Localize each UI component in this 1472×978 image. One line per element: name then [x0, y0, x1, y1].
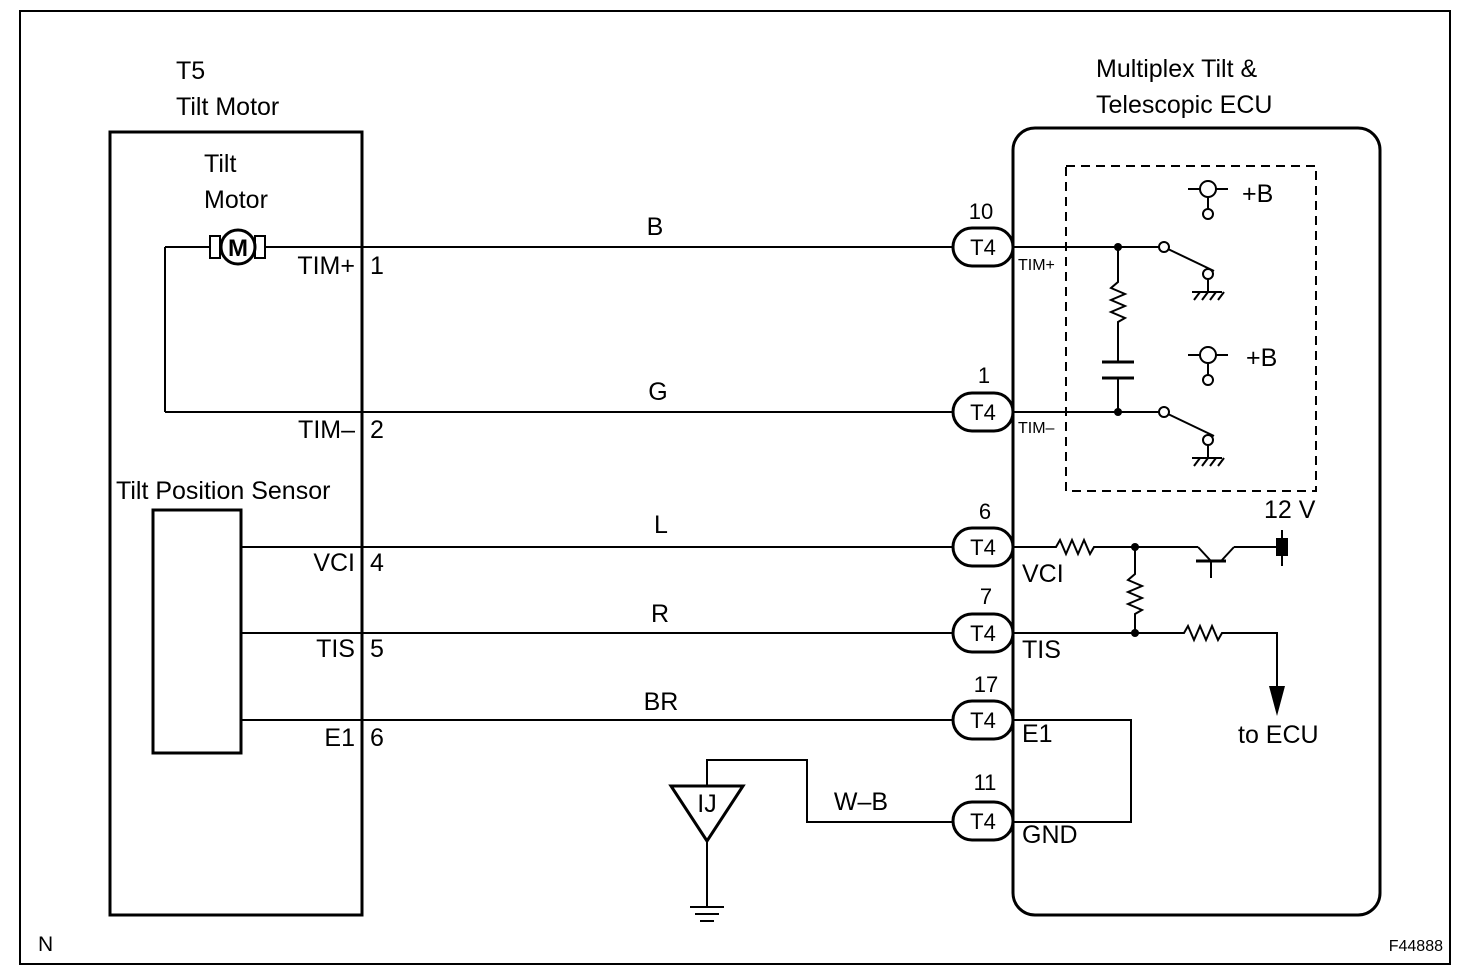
ecu-terminal-vci: VCI [1022, 560, 1064, 588]
conn-label: T4 [970, 235, 996, 260]
conn-label: T4 [970, 621, 996, 646]
wire-color-r: R [651, 600, 669, 628]
wire-color-g: G [648, 378, 667, 406]
connector-t4-pin17: 17 T4 [951, 672, 1015, 741]
ecu-title-line2: Telescopic ECU [1096, 91, 1272, 119]
motor-label-line2: Motor [204, 186, 268, 214]
tilt-motor-unit-box [108, 130, 364, 917]
terminal-e1: E1 [324, 724, 355, 752]
to-ecu-label: to ECU [1238, 721, 1319, 749]
figure-id: F44888 [1389, 938, 1443, 955]
corner-left-label: N [38, 933, 53, 956]
junction-dot [1114, 408, 1122, 416]
conn-label: T4 [970, 535, 996, 560]
motor-symbol: M [228, 235, 248, 262]
conn-pin-7: 7 [980, 584, 992, 609]
tilt-motor-code: T5 [176, 57, 205, 85]
pin-5: 5 [370, 635, 384, 663]
ecu-terminal-gnd: GND [1022, 821, 1078, 849]
motor-driver-block [1065, 165, 1317, 492]
ecu-box [1011, 126, 1382, 917]
conn-pin-10: 10 [969, 199, 993, 224]
connector-t4-pin6: 6 T4 [951, 499, 1015, 568]
wire-color-l: L [654, 511, 668, 539]
diagram-frame [19, 10, 1451, 965]
transistor-icon [1196, 546, 1276, 578]
relay-switch-top [1167, 248, 1215, 272]
power-source-terminal [1276, 538, 1288, 556]
ecu-terminal-tim-plus: TIM+ [1018, 257, 1055, 274]
terminal-vci: VCI [313, 549, 355, 577]
motor-label-line1: Tilt [204, 150, 236, 178]
switch-contact [1158, 406, 1170, 418]
ground-icon [690, 906, 724, 922]
switch-contact [1158, 241, 1170, 253]
ecu-terminal-tim-minus: TIM– [1018, 420, 1055, 437]
conn-label: T4 [970, 400, 996, 425]
wire-color-br: BR [644, 688, 679, 716]
ground-junction-ij: IJ [668, 784, 746, 906]
ecu-terminal-e1: E1 [1022, 720, 1053, 748]
resistor-icon [1125, 547, 1145, 633]
conn-pin-1: 1 [978, 363, 990, 388]
terminal-tim-plus: TIM+ [297, 252, 355, 280]
wire-w-b [706, 759, 953, 823]
ecu-title-line1: Multiplex Tilt & [1096, 55, 1257, 83]
conn-label: T4 [970, 809, 996, 834]
resistor-icon [1108, 247, 1128, 362]
supply-top-label: +B [1242, 180, 1273, 208]
pin-1: 1 [370, 252, 384, 280]
wire-color-b: B [647, 213, 664, 241]
relay-switch-bottom [1167, 413, 1215, 437]
supply-voltage-label: 12 V [1264, 496, 1316, 524]
supply-terminal-icon [1188, 180, 1228, 220]
wire-color-w-b: W–B [834, 788, 888, 816]
connector-t4-pin10: 10 T4 [951, 199, 1015, 268]
resistor-icon [1013, 537, 1198, 557]
tilt-position-sensor-label: Tilt Position Sensor [116, 477, 330, 505]
ground-icon [1192, 291, 1225, 301]
tis-signal-line [1013, 623, 1278, 688]
supply-terminal-icon [1188, 346, 1228, 386]
e1-gnd-link [1013, 719, 1132, 823]
junction-dot [1131, 629, 1139, 637]
conn-pin-6: 6 [979, 499, 991, 524]
pin-2: 2 [370, 416, 384, 444]
tilt-motor-unit-name: Tilt Motor [176, 93, 279, 121]
tilt-position-sensor-box [151, 508, 243, 755]
ground-icon [1192, 457, 1225, 467]
motor-icon: M [209, 228, 266, 266]
connector-t4-pin7: 7 T4 [951, 584, 1015, 654]
terminal-tis: TIS [316, 635, 355, 663]
arrow-down-icon [1269, 686, 1285, 716]
ground-point-label: IJ [697, 790, 716, 818]
terminal-tim-minus: TIM– [298, 416, 355, 444]
pin-4: 4 [370, 549, 384, 577]
ecu-terminal-tis: TIS [1022, 636, 1061, 664]
conn-pin-11: 11 [974, 770, 997, 795]
conn-pin-17: 17 [974, 672, 998, 697]
connector-t4-pin1: 1 T4 [951, 363, 1015, 433]
conn-label: T4 [970, 708, 996, 733]
pin-6: 6 [370, 724, 384, 752]
supply-bottom-label: +B [1246, 344, 1277, 372]
connector-t4-pin11: 11 T4 [951, 770, 1015, 842]
